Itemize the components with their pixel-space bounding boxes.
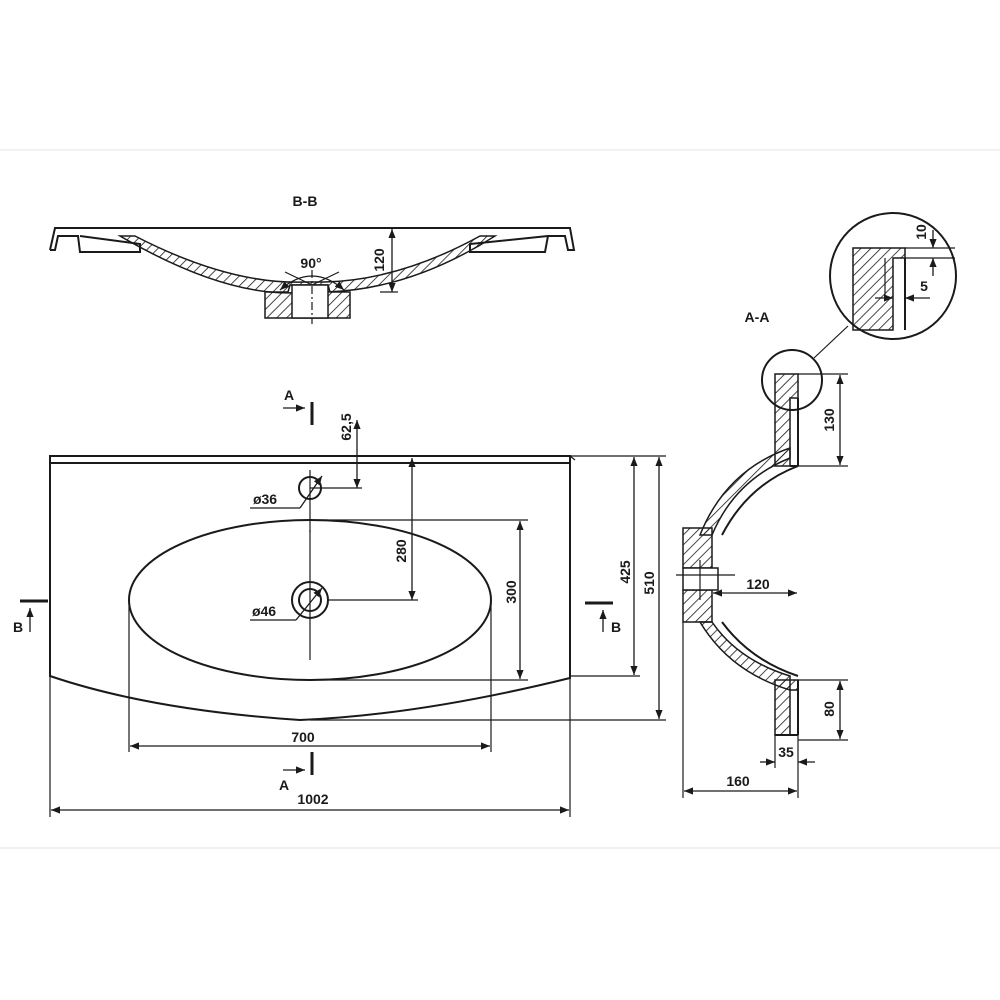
dim-tap-offset: 62,5 [338,413,354,440]
dim-detail-top: 10 [913,224,929,240]
detail-marker [761,349,823,411]
dim-aa-front: 80 [821,701,837,717]
cut-mark-a-bottom: A [279,752,314,793]
cut-label-a-bottom: A [279,777,289,793]
dim-depth-inner: 425 [617,560,633,584]
dim-depth-total: 510 [641,571,657,595]
dim-aa-rim: 130 [821,408,837,432]
cut-mark-b-left: B [13,599,48,635]
cut-mark-b-right: B [585,601,621,635]
dim-drain-hole: ø46 [252,603,276,619]
section-aa-view: A-A 10 5 [676,212,957,798]
dim-bowl-width: 300 [503,580,519,604]
cut-mark-a-top: A [283,387,314,425]
dim-aa-depth: 120 [746,576,770,592]
dim-tap-hole: ø36 [253,491,277,507]
dim-total-length: 1002 [297,791,328,807]
dim-aa-lip: 35 [778,744,794,760]
plan-view: A A B B 62,5 ø36 ø46 2 [13,387,666,817]
cut-label-b-left: B [13,619,23,635]
dim-detail-gap: 5 [920,278,928,294]
cut-label-b-right: B [611,619,621,635]
dim-drain-offset: 280 [393,539,409,563]
dim-bowl-length: 700 [291,729,315,745]
section-bb-view: B-B 90° 120 [49,193,576,324]
cut-label-a-top: A [284,387,294,403]
dim-bb-depth: 120 [371,248,387,272]
drawing-frame [0,149,1000,849]
section-bb-label: B-B [293,193,318,209]
section-aa-label: A-A [745,309,770,325]
dim-bb-angle: 90° [300,255,321,271]
dim-aa-total: 160 [726,773,750,789]
detail-callout [829,212,957,340]
